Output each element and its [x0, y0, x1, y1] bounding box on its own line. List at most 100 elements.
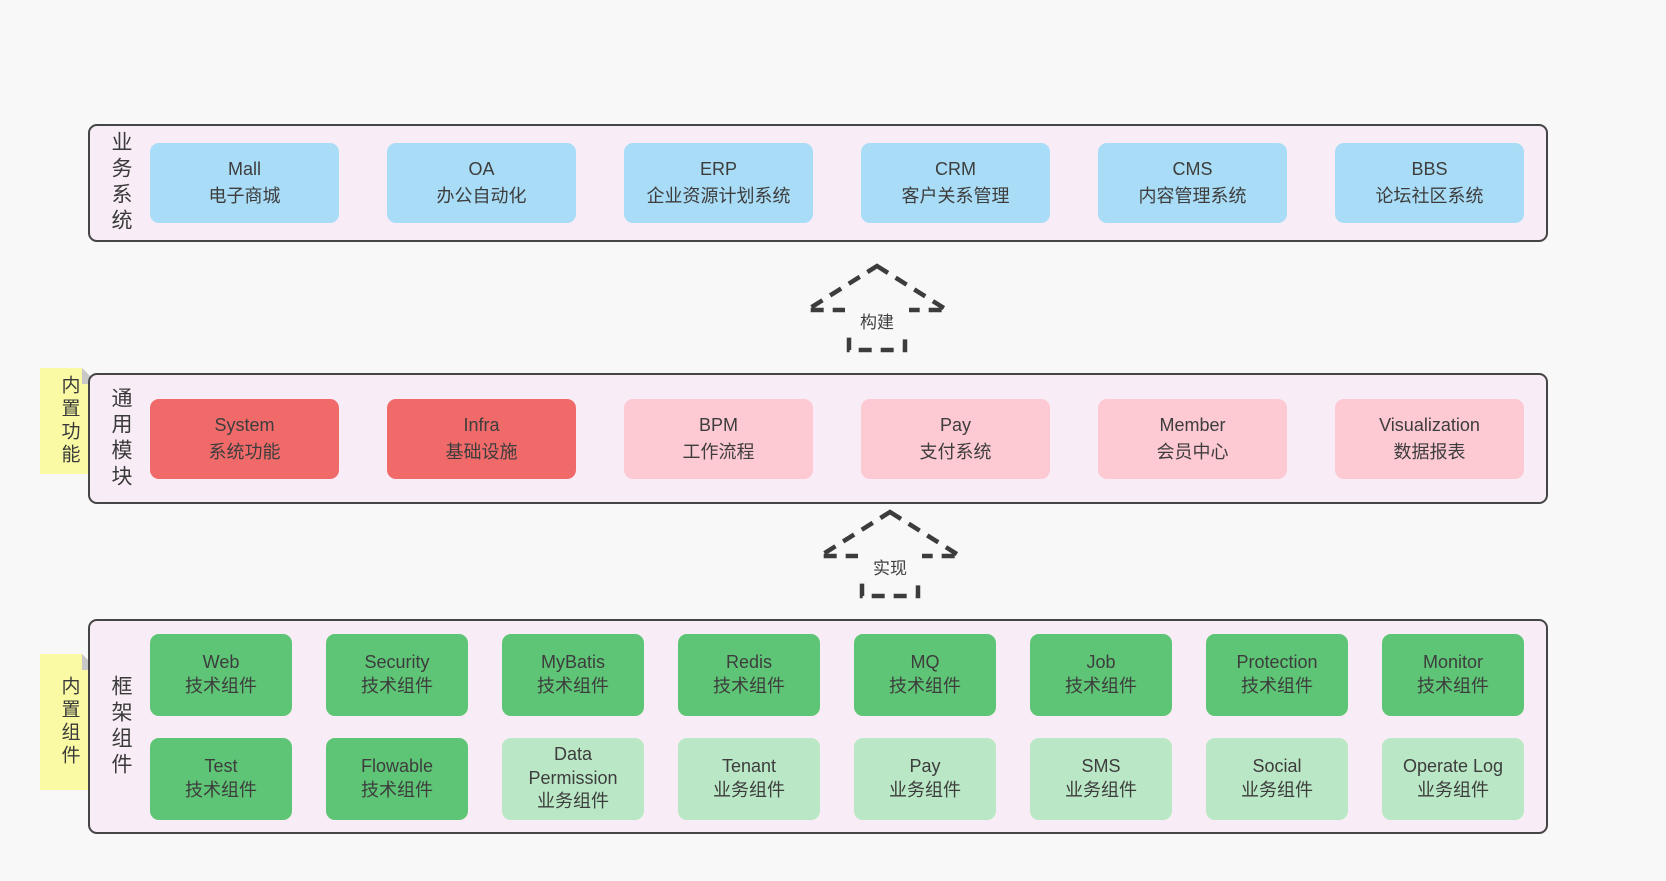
- arrow-implement-label: 实现: [858, 552, 922, 581]
- box-protection: Protection 技术组件: [1206, 633, 1348, 716]
- box-title: Security: [364, 651, 430, 672]
- box-system: System 系统功能: [150, 398, 339, 479]
- box-oa: OA 办公自动化: [387, 143, 576, 223]
- box-mq: MQ 技术组件: [854, 633, 996, 716]
- box-subtitle: 内容管理系统: [1138, 186, 1247, 206]
- box-monitor: Monitor 技术组件: [1382, 633, 1524, 716]
- box-operate-log: Operate Log 业务组件: [1382, 737, 1524, 820]
- box-member: Member 会员中心: [1098, 398, 1287, 479]
- box-pay-component: Pay 业务组件: [854, 737, 996, 820]
- box-subtitle: 数据报表: [1393, 441, 1466, 462]
- box-subtitle: 业务组件: [1241, 779, 1313, 800]
- box-subtitle: 技术组件: [361, 779, 433, 800]
- box-title: Pay: [939, 414, 972, 435]
- box-tenant: Tenant 业务组件: [678, 737, 820, 820]
- box-subtitle: 技术组件: [1065, 675, 1137, 696]
- box-infra: Infra 基础设施: [387, 398, 576, 479]
- box-subtitle: 技术组件: [1241, 675, 1313, 696]
- framework-row-1: Web 技术组件 Security 技术组件 MyBatis 技术组件 Redi…: [150, 633, 1524, 716]
- framework-row-2: Test 技术组件 Flowable 技术组件 Data Permission …: [150, 737, 1524, 820]
- box-title: Member: [1159, 414, 1226, 435]
- box-subtitle: 工作流程: [682, 441, 755, 462]
- box-title: Social: [1252, 755, 1302, 776]
- box-title: Mall: [227, 159, 261, 179]
- box-subtitle: 技术组件: [889, 675, 961, 696]
- box-title: Pay: [909, 755, 941, 776]
- common-modules-label-column: 通用模块: [90, 375, 150, 502]
- box-subtitle: 客户关系管理: [901, 186, 1010, 206]
- box-title: Monitor: [1422, 651, 1484, 672]
- box-cms: CMS 内容管理系统: [1098, 143, 1287, 223]
- box-title: Web: [202, 651, 240, 672]
- business-systems-label: 业务系统: [109, 131, 132, 235]
- box-title: Protection: [1236, 651, 1318, 672]
- box-test: Test 技术组件: [150, 737, 292, 820]
- box-subtitle: 基础设施: [445, 441, 518, 462]
- box-title: System: [214, 414, 275, 435]
- box-title: MyBatis: [540, 651, 605, 672]
- box-title: Tenant: [721, 755, 777, 776]
- arrow-build-label: 构建: [845, 306, 909, 335]
- box-sms: SMS 业务组件: [1030, 737, 1172, 820]
- box-bpm: BPM 工作流程: [624, 398, 813, 479]
- box-subtitle: 电子商城: [208, 186, 281, 206]
- box-subtitle: 业务组件: [889, 779, 961, 800]
- box-subtitle: 业务组件: [713, 779, 785, 800]
- box-social: Social 业务组件: [1206, 737, 1348, 820]
- box-mybatis: MyBatis 技术组件: [502, 633, 644, 716]
- box-title: Data Permission: [528, 743, 618, 788]
- box-subtitle: 业务组件: [537, 791, 609, 812]
- box-subtitle: 技术组件: [1417, 675, 1489, 696]
- box-crm: CRM 客户关系管理: [861, 143, 1050, 223]
- box-title: ERP: [699, 159, 737, 179]
- box-erp: ERP 企业资源计划系统: [624, 143, 813, 223]
- box-subtitle: 办公自动化: [436, 186, 527, 206]
- box-title: Flowable: [360, 755, 434, 776]
- box-subtitle: 系统功能: [208, 441, 281, 462]
- framework-components-rows: Web 技术组件 Security 技术组件 MyBatis 技术组件 Redi…: [150, 633, 1546, 820]
- box-title: Test: [204, 755, 238, 776]
- box-title: SMS: [1081, 755, 1121, 776]
- common-modules-row: System 系统功能 Infra 基础设施 BPM 工作流程 Pay 支付系统…: [150, 398, 1546, 479]
- box-title: CRM: [935, 159, 976, 179]
- box-title: Operate Log: [1402, 755, 1504, 776]
- framework-components-panel: 框架组件 Web 技术组件 Security 技术组件 MyBatis 技术组件…: [88, 619, 1548, 834]
- box-bbs: BBS 论坛社区系统: [1335, 143, 1524, 223]
- box-title: MQ: [910, 651, 940, 672]
- common-modules-label: 通用模块: [109, 386, 132, 491]
- sticky-note-text: 内置功能: [58, 375, 80, 467]
- box-subtitle: 业务组件: [1417, 779, 1489, 800]
- box-subtitle: 技术组件: [361, 675, 433, 696]
- box-redis: Redis 技术组件: [678, 633, 820, 716]
- box-subtitle: 支付系统: [919, 441, 992, 462]
- box-title: Redis: [725, 651, 773, 672]
- business-systems-label-column: 业务系统: [90, 126, 150, 240]
- box-title: BBS: [1411, 159, 1448, 179]
- box-subtitle: 会员中心: [1156, 441, 1229, 462]
- box-job: Job 技术组件: [1030, 633, 1172, 716]
- box-mall: Mall 电子商城: [150, 143, 339, 223]
- box-subtitle: 企业资源计划系统: [646, 186, 791, 206]
- box-title: OA: [468, 159, 495, 179]
- box-subtitle: 技术组件: [185, 675, 257, 696]
- common-modules-panel: 通用模块 System 系统功能 Infra 基础设施 BPM 工作流程 Pay…: [88, 373, 1548, 504]
- box-security: Security 技术组件: [326, 633, 468, 716]
- box-title: Infra: [463, 414, 500, 435]
- box-title: CMS: [1172, 159, 1213, 179]
- box-title: Visualization: [1379, 414, 1480, 435]
- box-subtitle: 论坛社区系统: [1375, 186, 1484, 206]
- box-data-permission: Data Permission 业务组件: [502, 737, 644, 820]
- box-web: Web 技术组件: [150, 633, 292, 716]
- framework-components-label: 框架组件: [109, 674, 132, 779]
- sticky-note-text: 内置组件: [58, 676, 80, 768]
- box-title: BPM: [698, 414, 738, 435]
- box-visualization: Visualization 数据报表: [1335, 398, 1524, 479]
- box-subtitle: 技术组件: [185, 779, 257, 800]
- box-subtitle: 技术组件: [713, 675, 785, 696]
- box-pay-system: Pay 支付系统: [861, 398, 1050, 479]
- box-flowable: Flowable 技术组件: [326, 737, 468, 820]
- box-title: Job: [1086, 651, 1116, 672]
- box-subtitle: 技术组件: [537, 675, 609, 696]
- box-subtitle: 业务组件: [1065, 779, 1137, 800]
- business-systems-row: Mall 电子商城 OA 办公自动化 ERP 企业资源计划系统 CRM 客户关系…: [150, 143, 1546, 223]
